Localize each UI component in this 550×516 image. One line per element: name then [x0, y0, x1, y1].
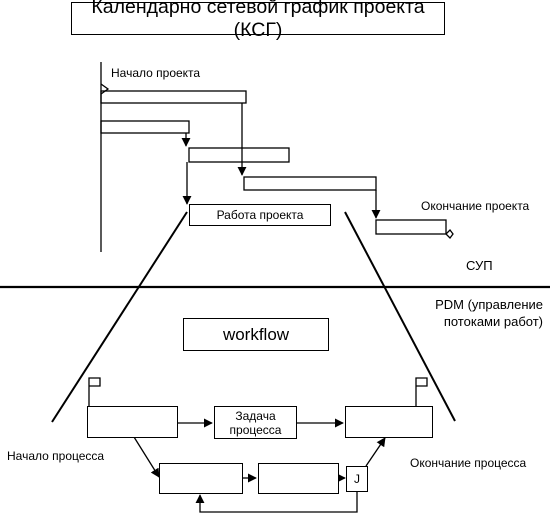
- gantt-chart: [100, 62, 454, 252]
- gantt-bar-3: [188, 147, 290, 163]
- task-label: Задача процесса: [229, 408, 282, 437]
- diagram-title-text: Календарно сетевой график проекта (КСГ): [91, 0, 425, 41]
- process-end-node: [345, 406, 433, 438]
- gantt-start-milestone: [100, 83, 110, 95]
- gantt-bar-1: [100, 90, 247, 104]
- gantt-bar-5: [375, 219, 447, 235]
- parallel-step-node: [258, 463, 339, 494]
- start-flag-icon: [88, 377, 101, 406]
- level-structure: [0, 211, 550, 423]
- trapezoid-left-edge: [51, 211, 188, 423]
- trapezoid-right-edge: [344, 211, 456, 422]
- gantt-bar-2: [100, 120, 190, 134]
- sup-level-label: СУП: [466, 258, 493, 273]
- process-end-label: Окончание процесса: [410, 456, 527, 470]
- project-start-label: Начало проекта: [111, 66, 201, 80]
- diagram-title: Календарно сетевой график проекта (КСГ): [71, 0, 445, 41]
- workflow-label: workflow: [222, 324, 290, 344]
- gantt-end-milestone: [445, 229, 454, 239]
- process-start-node: [87, 406, 178, 438]
- branch-node: [159, 463, 243, 494]
- arrow-start-to-branch: [133, 436, 160, 478]
- project-work-label: Работа проекта: [216, 208, 304, 222]
- workflow-diagram: [88, 377, 428, 513]
- join-node: J: [346, 466, 368, 492]
- end-flag-icon: [415, 377, 428, 406]
- join-label: J: [354, 472, 360, 486]
- arrow-join-to-end: [365, 437, 386, 467]
- gantt-bar-4: [243, 176, 377, 191]
- task-node: Задача процесса: [214, 406, 297, 439]
- pdm-level-label: PDM (управление потоками работ): [435, 297, 543, 329]
- project-work-box: Работа проекта: [189, 204, 331, 226]
- project-end-label: Окончание проекта: [421, 199, 530, 213]
- workflow-box: workflow: [183, 318, 329, 351]
- feedback-loop-arrow: [195, 492, 358, 513]
- process-start-label: Начало процесса: [7, 449, 105, 463]
